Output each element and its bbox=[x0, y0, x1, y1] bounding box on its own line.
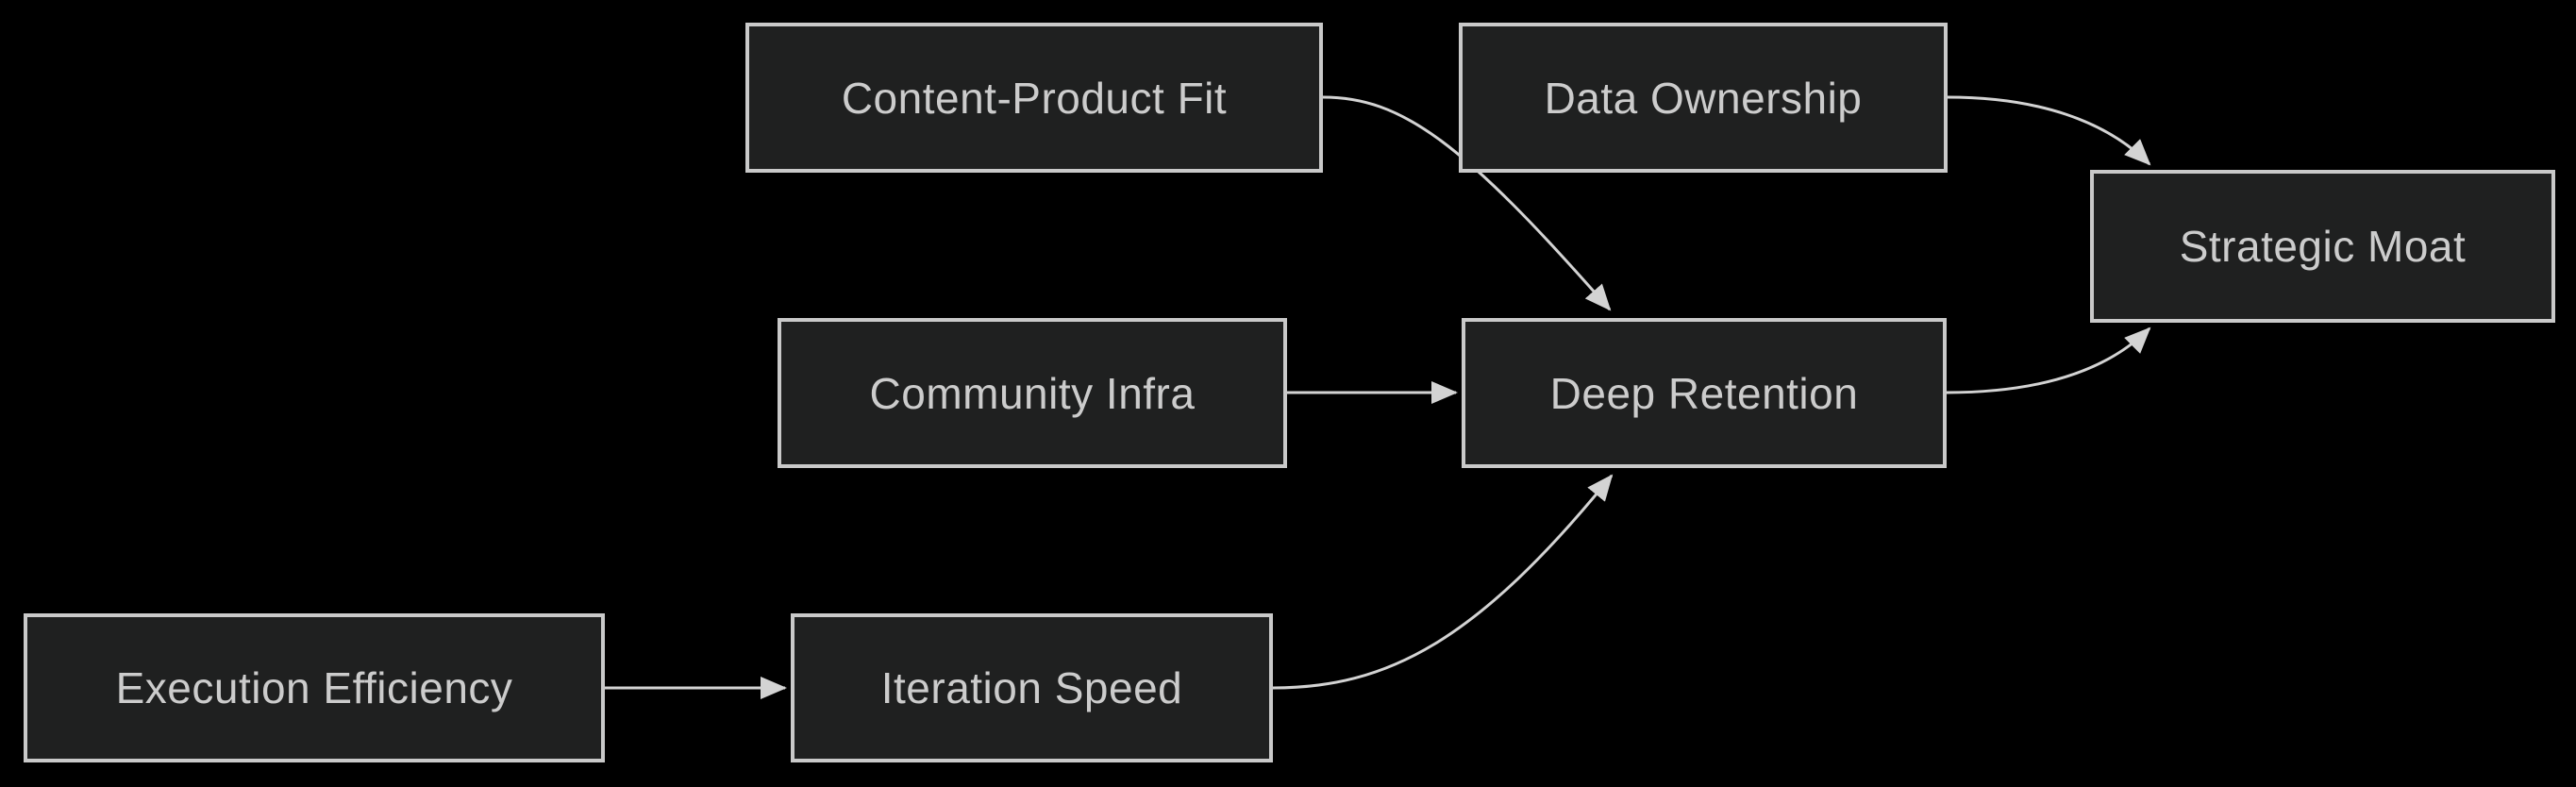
node-data-ownership: Data Ownership bbox=[1459, 23, 1948, 173]
edge-data-ownership-to-strategic-moat bbox=[1947, 95, 2151, 166]
node-label: Content-Product Fit bbox=[841, 73, 1228, 123]
node-label: Strategic Moat bbox=[2179, 222, 2467, 271]
node-label: Data Ownership bbox=[1544, 73, 1863, 123]
node-community-infra: Community Infra bbox=[778, 318, 1287, 468]
node-content-product-fit: Content-Product Fit bbox=[745, 23, 1323, 173]
node-label: Community Infra bbox=[869, 368, 1196, 418]
edge-deep-retention-to-strategic-moat bbox=[1946, 327, 2151, 394]
node-label: Iteration Speed bbox=[880, 663, 1183, 712]
edge-iteration-speed-to-deep-retention bbox=[1272, 474, 1614, 690]
node-label: Execution Efficiency bbox=[115, 663, 513, 712]
node-strategic-moat: Strategic Moat bbox=[2090, 170, 2555, 323]
node-execution-efficiency: Execution Efficiency bbox=[24, 613, 605, 762]
node-deep-retention: Deep Retention bbox=[1462, 318, 1947, 468]
node-iteration-speed: Iteration Speed bbox=[791, 613, 1273, 762]
node-label: Deep Retention bbox=[1549, 368, 1859, 418]
